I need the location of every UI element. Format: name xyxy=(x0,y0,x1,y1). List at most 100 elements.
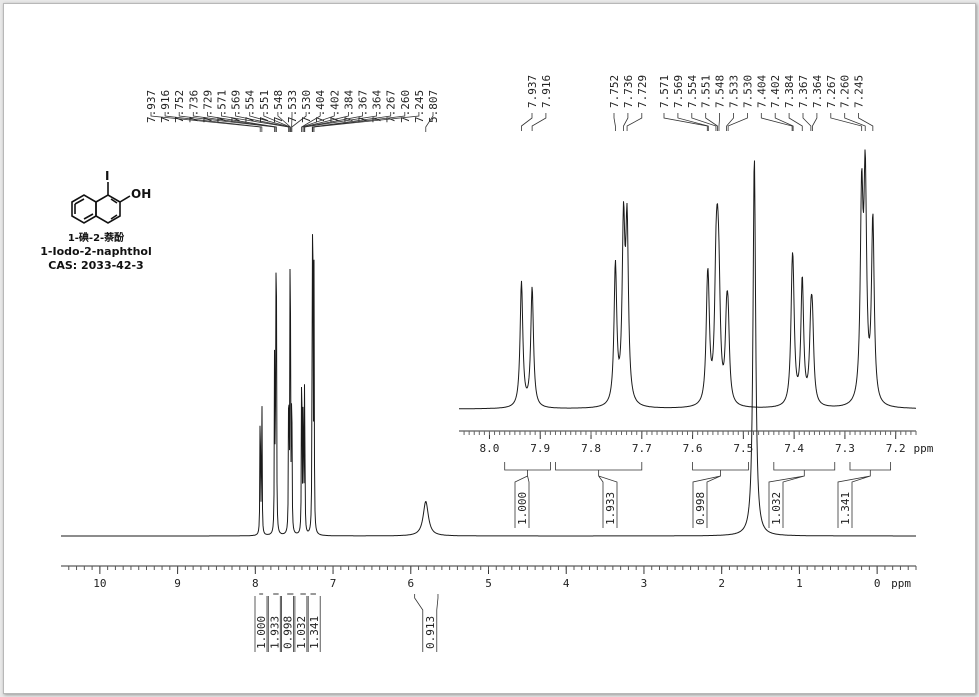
inset-peak-leader xyxy=(788,113,803,131)
inset-peak-label: 7.937 xyxy=(526,75,539,108)
main-peak-label: 7.530 xyxy=(300,90,313,123)
inset-peak-label: 7.367 xyxy=(797,75,810,108)
main-integral-box xyxy=(414,594,439,652)
inset-peak-leader xyxy=(726,113,734,131)
inset-peak-label: 7.729 xyxy=(636,75,649,108)
inset-integral-value: 1.032 xyxy=(770,492,783,525)
main-integral-value: 1.933 xyxy=(268,616,281,649)
main-tick-label: 3 xyxy=(641,577,648,590)
main-tick-label: 4 xyxy=(563,577,570,590)
main-tick-label: 8 xyxy=(252,577,259,590)
main-peak-label: 7.402 xyxy=(328,90,341,123)
main-axis-unit: ppm xyxy=(891,577,911,590)
inset-peak-leader xyxy=(718,113,720,131)
main-peak-label: 7.404 xyxy=(314,90,327,123)
spectrum-page: I OH 1-碘-2-萘酚 1-Iodo-2-naphthol CAS: 203… xyxy=(3,3,976,694)
main-peak-label: 7.260 xyxy=(399,90,412,123)
main-peak-leader xyxy=(207,112,277,132)
inset-axis-unit: ppm xyxy=(913,442,933,455)
compound-name-en: 1-Iodo-2-naphthol xyxy=(40,245,151,258)
main-peak-leader xyxy=(178,112,275,132)
main-peak-leader xyxy=(302,112,349,132)
inset-tick-label: 7.6 xyxy=(683,442,703,455)
main-peak-label: 7.569 xyxy=(230,90,243,123)
main-peak-label: 7.937 xyxy=(145,90,158,123)
main-integral-box xyxy=(267,596,281,652)
inset-peak-leader xyxy=(844,113,866,131)
inset-peak-label: 7.569 xyxy=(672,75,685,108)
inset-peak-leader xyxy=(521,113,533,131)
inset-peak-leader xyxy=(774,113,794,131)
inset-peak-label: 7.364 xyxy=(811,75,824,108)
inset-integral-value: 1.933 xyxy=(604,492,617,525)
main-peak-label: 5.807 xyxy=(427,90,440,123)
main-peak-leader xyxy=(313,112,420,132)
main-peak-leader xyxy=(425,112,434,132)
inset-integral-value: 1.341 xyxy=(839,492,852,525)
inset-integral-box xyxy=(768,462,836,528)
inset-peak-label: 7.530 xyxy=(741,75,754,108)
inset-peak-label: 7.267 xyxy=(825,75,838,108)
inset-integrals: 1.000 1.933 0.998 1.032 1.341 xyxy=(504,462,892,528)
main-peak-label: 7.551 xyxy=(258,90,271,123)
inset-peak-label: 7.533 xyxy=(728,75,741,108)
inset-peak-label: 7.551 xyxy=(700,75,713,108)
main-peak-label: 7.548 xyxy=(272,90,285,123)
molecule-structure xyxy=(71,182,131,224)
compound-name-cn: 1-碘-2-萘酚 xyxy=(68,231,125,244)
main-peak-leader xyxy=(164,112,263,132)
naphthalene-right-ring xyxy=(95,194,121,224)
main-peak-label: 7.736 xyxy=(187,90,200,123)
inset-tick-label: 7.3 xyxy=(835,442,855,455)
hydroxyl-label: OH xyxy=(131,187,151,201)
inset-peak-leader xyxy=(663,113,708,131)
main-integral-box xyxy=(281,596,294,652)
main-peak-leader xyxy=(192,112,277,132)
main-peak-leader xyxy=(291,112,307,132)
inset-peak-label: 7.916 xyxy=(540,75,553,108)
inset-peak-leader xyxy=(626,113,643,131)
main-tick-label: 5 xyxy=(485,577,492,590)
main-peak-label: 7.533 xyxy=(286,90,299,123)
inset-tick-label: 7.5 xyxy=(733,442,753,455)
inset-tick-label: 7.4 xyxy=(784,442,804,455)
main-integral-box xyxy=(254,596,268,652)
inset-tick-label: 7.9 xyxy=(530,442,550,455)
inset-peak-leader xyxy=(802,113,812,131)
main-peak-leader xyxy=(312,112,406,132)
inset-peak-leader xyxy=(858,113,874,131)
inset-tick-label: 8.0 xyxy=(480,442,500,455)
main-integral-value: 0.913 xyxy=(424,616,437,649)
inset-peak-leader xyxy=(623,113,629,131)
inset-peak-leader xyxy=(705,113,718,131)
main-peak-label: 7.554 xyxy=(244,90,257,123)
main-integral-value: 1.341 xyxy=(308,616,321,649)
inset-peak-label: 7.548 xyxy=(714,75,727,108)
main-integral-box xyxy=(307,596,321,652)
inset-peak-label: 7.404 xyxy=(755,75,768,108)
main-tick-label: 9 xyxy=(174,577,181,590)
inset-integral-value: 0.998 xyxy=(694,492,707,525)
main-integral-value: 1.000 xyxy=(255,616,268,649)
main-integral-value: 0.998 xyxy=(282,616,295,649)
inset-peak-leader xyxy=(727,113,748,131)
inset-peak-label: 7.554 xyxy=(686,75,699,108)
main-tick-label: 2 xyxy=(718,577,725,590)
main-tick-label: 1 xyxy=(796,577,803,590)
main-peak-leader xyxy=(311,112,392,132)
main-peak-label: 7.729 xyxy=(201,90,214,123)
inset-peak-label: 7.260 xyxy=(839,75,852,108)
inset-integral-value: 1.000 xyxy=(516,492,529,525)
iodine-atom-label: I xyxy=(105,169,109,183)
compound-cas: CAS: 2033-42-3 xyxy=(48,259,143,272)
inset-integral-box xyxy=(837,462,892,528)
inset-integral-box xyxy=(692,462,749,528)
inset-integral-box xyxy=(555,462,643,528)
main-peak-label: 7.245 xyxy=(413,90,426,123)
main-peak-leader xyxy=(277,112,291,132)
main-peak-label: 7.367 xyxy=(357,90,370,123)
